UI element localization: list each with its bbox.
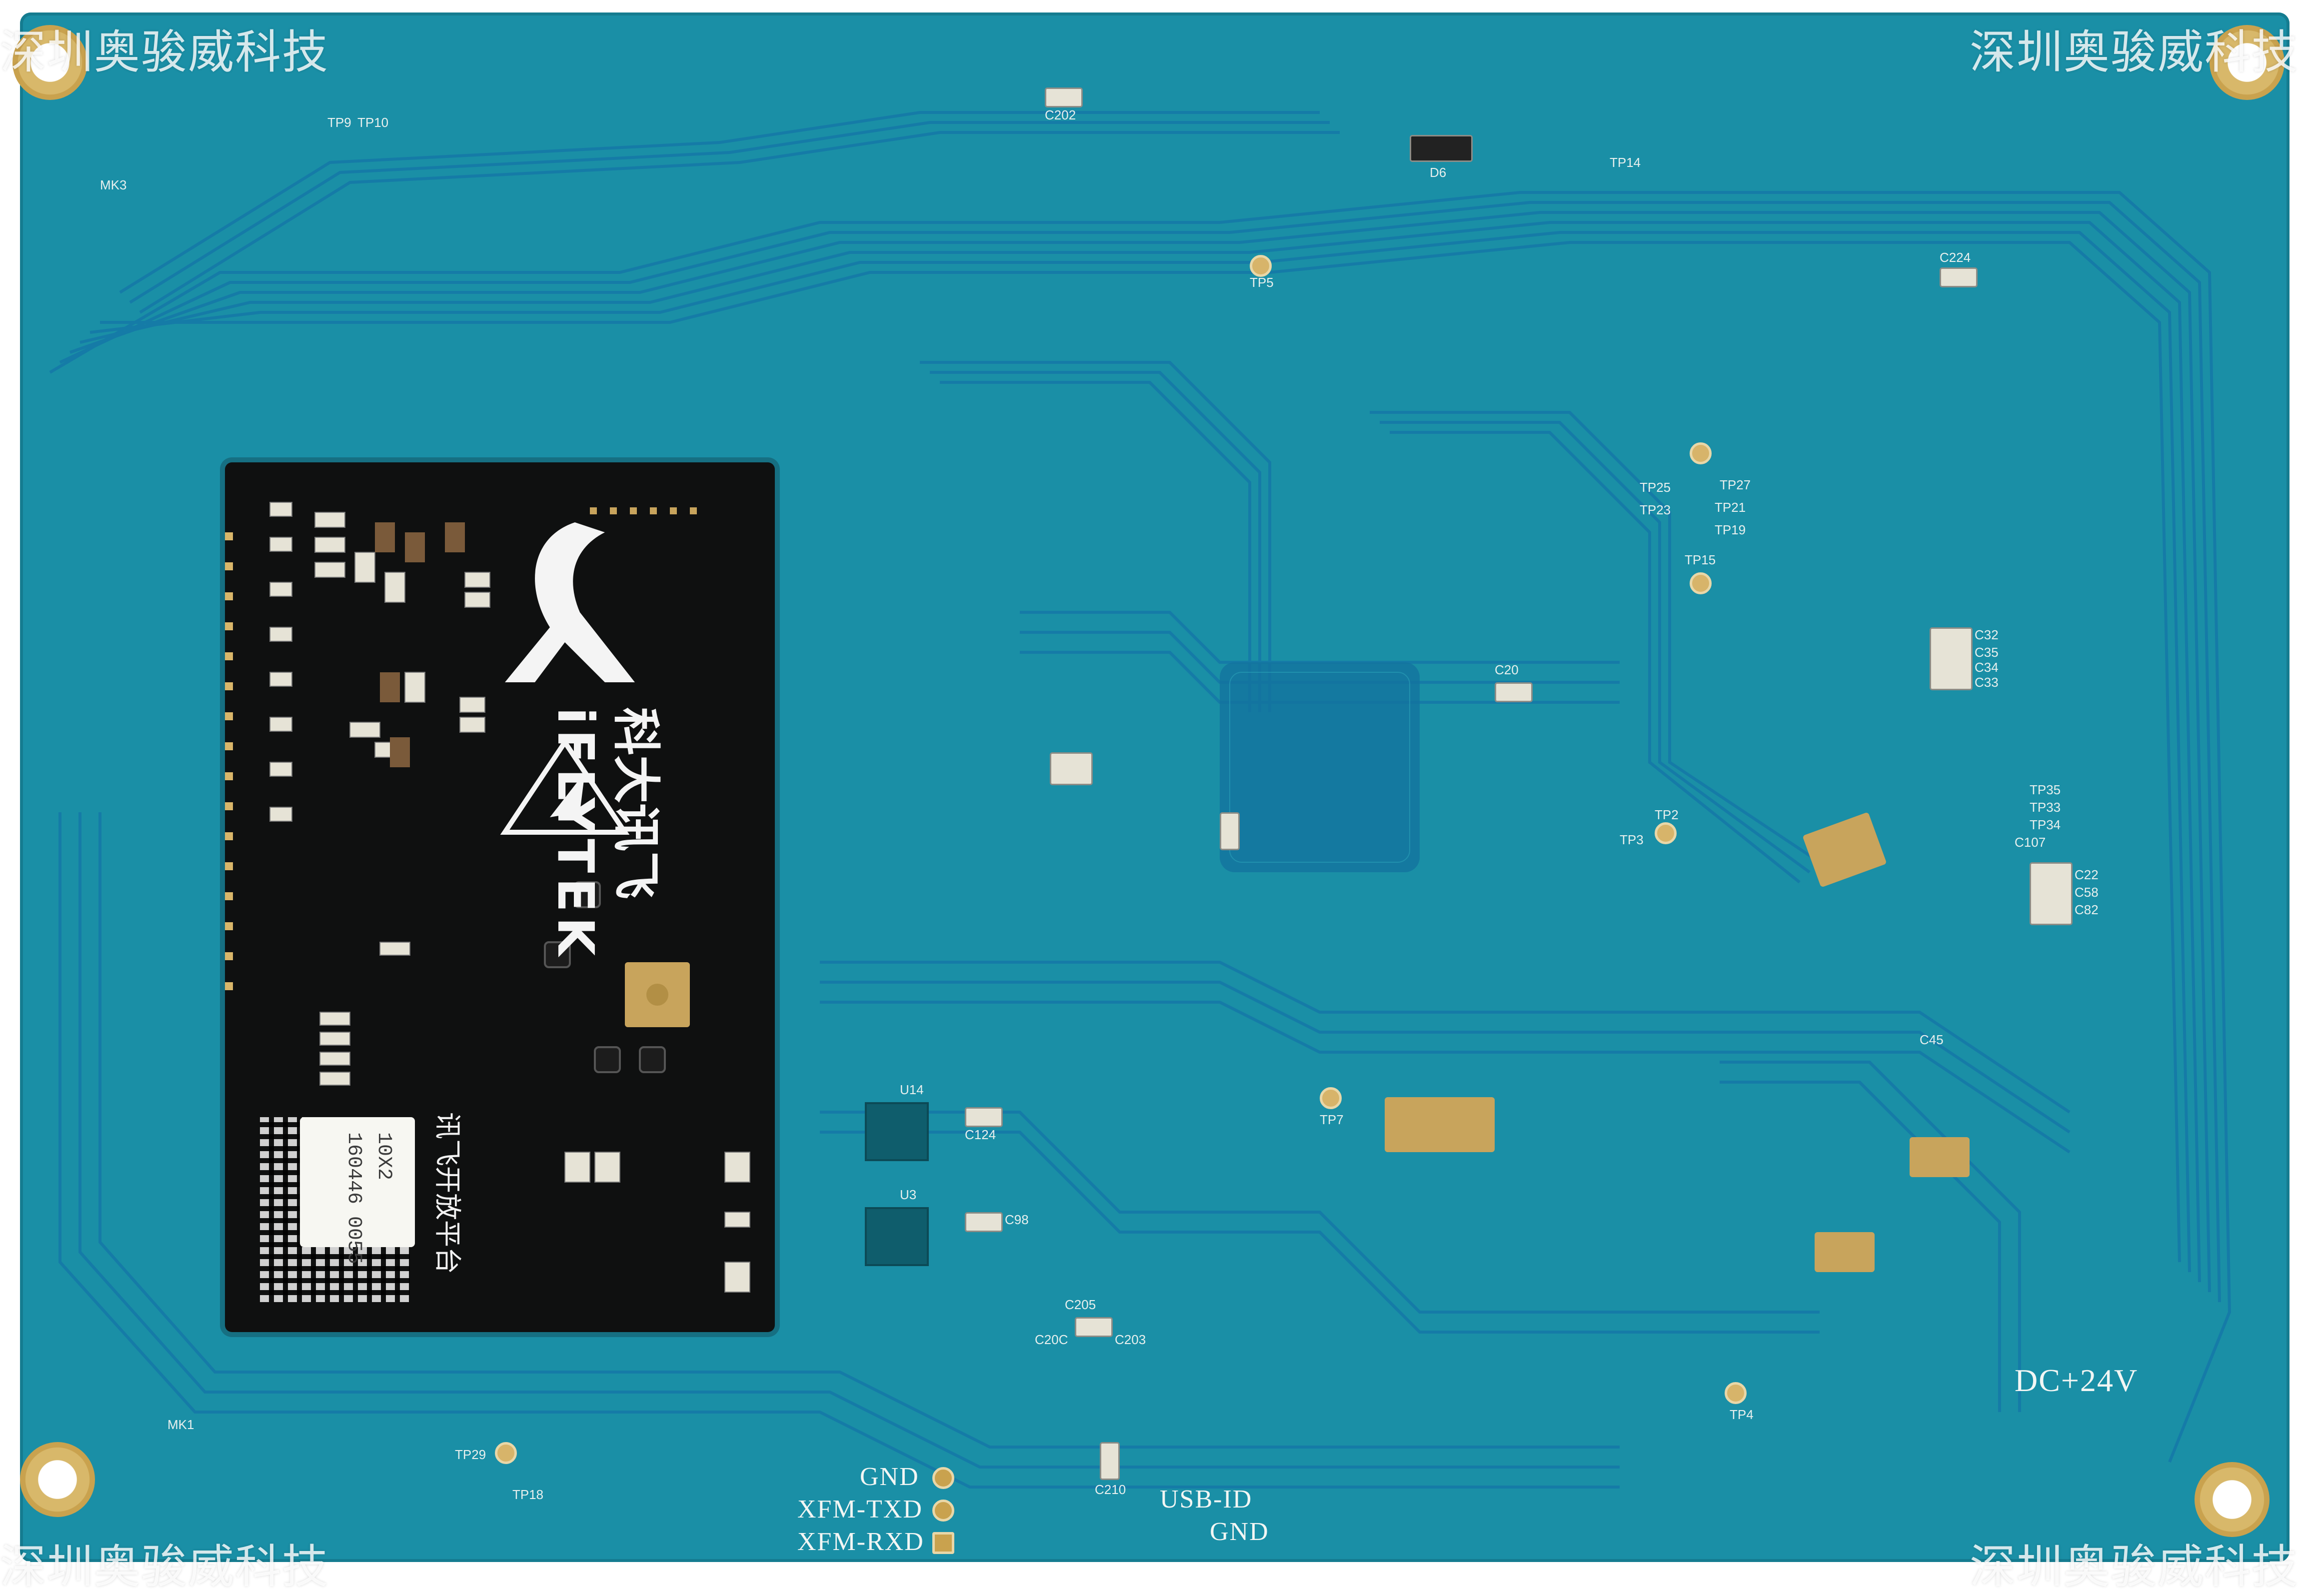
component-cluster-left [1050,752,1093,785]
silk-tp25: TP25 [1640,480,1671,495]
silk-tp29: TP29 [455,1447,486,1462]
header-pin-txd [932,1500,954,1522]
silk-c210: C210 [1095,1482,1126,1497]
component-c202 [1045,87,1083,107]
component-c98 [965,1212,1003,1232]
sticker-line1: 10X2 [372,1132,395,1181]
silk-tp34: TP34 [2030,817,2061,832]
label-dc-24v: DC+24V [2015,1363,2139,1398]
testpoint-tp4 [1725,1382,1747,1404]
testpoint-tp5 [1250,255,1272,277]
silk-mk1: MK1 [167,1417,194,1432]
silk-tp21: TP21 [1715,500,1746,515]
module-platform-text: 讯飞开放平台 [432,1112,463,1274]
gold-pad-right [1910,1137,1970,1177]
silk-tp14: TP14 [1610,155,1641,170]
mounting-hole-top-left [12,25,87,100]
module-serial-sticker: 10X2 160446 0055 [300,1117,415,1264]
silk-c224: C224 [1940,250,1971,265]
watermark-top-left: 深圳奥骏威科技 [0,25,329,79]
silk-tp7: TP7 [1320,1112,1344,1127]
watermark-bottom-right: 深圳奥骏威科技 [1970,1540,2299,1594]
silk-c33: C33 [1975,675,1999,690]
ic-u3 [865,1207,929,1266]
silk-tp23: TP23 [1640,502,1671,517]
silk-tp15: TP15 [1685,552,1716,567]
component-c205 [1075,1317,1113,1337]
silk-mk3: MK3 [100,177,127,192]
silk-c20: C20 [1495,662,1519,677]
testpoint-tp7 [1320,1087,1342,1109]
pcb-board: 科大讯飞 iFLYTEK 10X2 160446 0055 讯飞开放平台 TP9… [12,12,2290,1562]
silk-c98: C98 [1005,1212,1029,1227]
label-usb-id: USB-ID [1160,1485,1253,1514]
sticker-line2: 160446 0055 [342,1132,365,1265]
silk-tp4: TP4 [1730,1407,1754,1422]
module-logo-mark [225,502,750,1293]
silk-tp18: TP18 [512,1487,544,1502]
component-d6 [1410,135,1473,162]
silk-tp35: TP35 [2030,782,2061,797]
module-brand-cn: 科大讯飞 [608,707,664,899]
silk-tp33: TP33 [2030,800,2061,815]
label-gnd-right: GND [1210,1518,1269,1546]
silk-c45: C45 [1920,1032,1944,1047]
label-gnd-left: GND [860,1463,919,1491]
component-c20 [1495,682,1533,702]
silk-c205: C205 [1065,1297,1096,1312]
component-c224 [1940,267,1978,287]
gold-pad-large [1385,1097,1495,1152]
testpoint-tp2 [1655,822,1677,844]
module-brand-en: iFLYTEK [546,707,605,961]
iflytek-voice-module: 科大讯飞 iFLYTEK 10X2 160446 0055 讯飞开放平台 [225,462,775,1332]
mounting-hole-top-right [2210,25,2285,100]
silk-c107: C107 [2015,835,2046,850]
silk-c203: C203 [1115,1332,1146,1347]
silk-tp3: TP3 [1620,832,1644,847]
silk-c202: C202 [1045,107,1076,122]
component-c210 [1100,1442,1120,1480]
watermark-top-right: 深圳奥骏威科技 [1970,25,2299,79]
copper-traces [49,111,2232,1489]
silk-c32: C32 [1975,627,1999,642]
header-pin-rxd [932,1532,954,1554]
testpoint-tp-cluster [1690,442,1712,464]
component-cluster-right-2 [2030,862,2073,925]
component-cluster-right [1930,627,1973,690]
mounting-hole-bottom-right [2195,1462,2270,1537]
testpoint-tp29 [495,1442,517,1464]
silk-c34: C34 [1975,660,1999,675]
silk-tp9: TP9 [327,115,351,130]
silk-c58: C58 [2075,885,2099,900]
silk-u14: U14 [900,1082,924,1097]
component-c8 [1220,812,1240,850]
silk-c22: C22 [2075,867,2099,882]
silk-tp19: TP19 [1715,522,1746,537]
header-pin-gnd [932,1467,954,1489]
testpoint-tp15 [1690,572,1712,594]
ic-u14 [865,1102,929,1161]
silk-tp5: TP5 [1250,275,1274,290]
silk-u3: U3 [900,1187,917,1202]
silk-c124: C124 [965,1127,996,1142]
silk-tp27: TP27 [1720,477,1751,492]
silk-tp2: TP2 [1655,807,1679,822]
label-xfm-txd: XFM-TXD [797,1495,923,1524]
watermark-bottom-left: 深圳奥骏威科技 [0,1540,329,1594]
label-xfm-rxd: XFM-RXD [797,1528,924,1556]
silk-tp10: TP10 [357,115,389,130]
mounting-hole-bottom-left [20,1442,95,1517]
silk-d6: D6 [1430,165,1447,180]
component-c124 [965,1107,1003,1127]
silk-c82: C82 [2075,902,2099,917]
silk-c20c: C20C [1035,1332,1068,1347]
gold-pad-lower [1815,1232,1875,1272]
silk-c35: C35 [1975,645,1999,660]
